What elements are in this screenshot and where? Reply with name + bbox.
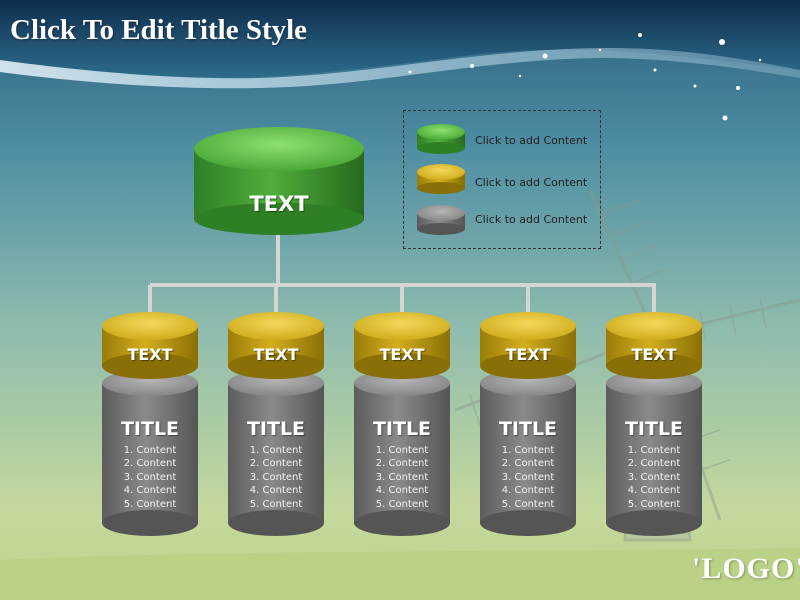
column-3-graphic <box>354 312 450 536</box>
list-item[interactable]: 3. Content <box>123 471 177 483</box>
list-item[interactable]: 1. Content <box>123 445 177 456</box>
list-item[interactable]: 1. Content <box>249 445 303 456</box>
column-5-label[interactable]: TEXT <box>631 345 677 364</box>
column-2-label[interactable]: TEXT <box>253 345 299 364</box>
list-item[interactable]: 3. Content <box>627 471 681 483</box>
list-item[interactable]: 5. Content <box>627 498 681 510</box>
list-item[interactable]: 4. Content <box>123 485 177 497</box>
column-5-title[interactable]: TITLE <box>624 418 684 440</box>
stars-decoration <box>408 33 762 121</box>
list-item[interactable]: 1. Content <box>627 445 681 456</box>
column-2-graphic <box>228 312 324 536</box>
column-3-title[interactable]: TITLE <box>372 418 432 440</box>
list-item[interactable]: 2. Content <box>501 458 555 470</box>
list-item[interactable]: 5. Content <box>249 498 303 510</box>
column-2-title[interactable]: TITLE <box>246 418 306 440</box>
column-1-title[interactable]: TITLE <box>120 418 180 440</box>
list-item[interactable]: 4. Content <box>501 485 555 497</box>
list-item[interactable]: 5. Content <box>375 498 429 510</box>
list-item[interactable]: 3. Content <box>375 471 429 483</box>
column-3-label[interactable]: TEXT <box>379 345 425 364</box>
list-item[interactable]: 3. Content <box>249 471 303 483</box>
column-4-title[interactable]: TITLE <box>498 418 558 440</box>
list-item[interactable]: 2. Content <box>123 458 177 470</box>
root-label[interactable]: TEXT <box>249 192 309 216</box>
column-4-graphic <box>480 312 576 536</box>
list-item[interactable]: 2. Content <box>375 458 429 470</box>
column-4-label[interactable]: TEXT <box>505 345 551 364</box>
list-item[interactable]: 2. Content <box>249 458 303 470</box>
legend-box <box>403 110 601 249</box>
list-item[interactable]: 1. Content <box>501 445 555 456</box>
list-item[interactable]: 4. Content <box>375 485 429 497</box>
legend-item-2-text[interactable]: Click to add Content <box>475 176 588 189</box>
list-item[interactable]: 3. Content <box>501 471 555 483</box>
column-5-graphic <box>606 312 702 536</box>
list-item[interactable]: 5. Content <box>123 498 177 510</box>
column-1-label[interactable]: TEXT <box>127 345 173 364</box>
logo: 'LOGO' <box>692 552 800 585</box>
connector-lines <box>148 232 656 322</box>
legend-cylinders <box>417 124 465 235</box>
list-item[interactable]: 4. Content <box>249 485 303 497</box>
list-item[interactable]: 4. Content <box>627 485 681 497</box>
list-item[interactable]: 1. Content <box>375 445 429 456</box>
column-1-graphic <box>102 312 198 536</box>
root-cylinder <box>194 127 364 235</box>
legend-item-1-text[interactable]: Click to add Content <box>475 134 588 147</box>
list-item[interactable]: 2. Content <box>627 458 681 470</box>
slide-title[interactable]: Click To Edit Title Style <box>10 14 308 46</box>
legend-item-3-text[interactable]: Click to add Content <box>475 213 588 226</box>
list-item[interactable]: 5. Content <box>501 498 555 510</box>
